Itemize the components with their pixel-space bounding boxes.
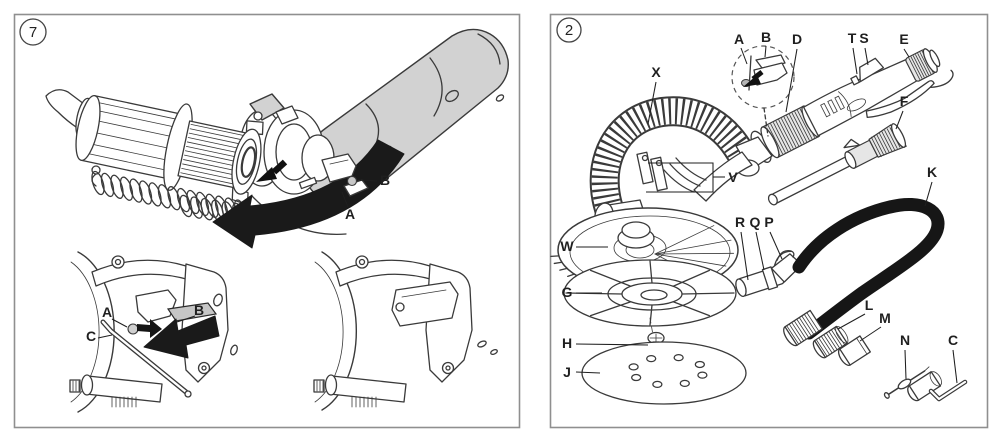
corrugated-hose	[589, 96, 755, 248]
part-label-h: H	[562, 335, 572, 351]
part-label-g: G	[562, 284, 573, 300]
part-label-w: W	[560, 238, 574, 254]
part-label-inset-a: A	[734, 31, 744, 47]
sanding-disc	[581, 341, 747, 405]
pull-direction-arrow	[143, 315, 220, 359]
part-label-l: L	[865, 297, 874, 313]
latch-pin	[127, 323, 139, 335]
panel-7-main-leaders	[341, 179, 378, 208]
part-label-v: V	[728, 169, 738, 185]
panel-7-number: 7	[29, 24, 37, 41]
part-label-n: N	[900, 332, 910, 348]
panel-2-number: 2	[565, 22, 573, 39]
sander-body	[750, 48, 954, 163]
part-label-k: K	[927, 164, 937, 180]
gray-block-arrow	[166, 302, 218, 322]
part-label-s: S	[859, 30, 868, 46]
latch-assembly	[321, 153, 369, 197]
hex-key-c	[928, 379, 968, 402]
roller-pin	[907, 371, 942, 402]
push-arrow	[256, 159, 288, 182]
part-label-q: Q	[750, 214, 761, 230]
part-label-f: F	[900, 93, 909, 109]
part-label-j: J	[563, 364, 571, 380]
adapter-sleeve-l	[812, 325, 849, 359]
roller-sleeve	[75, 95, 264, 206]
part-label-det-b: B	[194, 302, 204, 318]
panel-2-leaders	[575, 45, 958, 384]
inset-arrow	[743, 75, 761, 87]
detail-open-latch	[69, 251, 238, 413]
extension-tube	[767, 123, 907, 206]
part-label-m: M	[879, 310, 891, 326]
insert-arrow	[137, 319, 162, 338]
part-label-t: T	[848, 30, 857, 46]
detail-closed-latch	[313, 251, 498, 411]
part-label-r: R	[735, 214, 745, 230]
part-label-d: D	[792, 31, 802, 47]
part-label-inset-b: B	[761, 29, 771, 45]
part-label-main-a: A	[345, 206, 355, 222]
panel-7-detail-leaders	[97, 315, 196, 339]
panel-7-badge: 7	[19, 18, 47, 46]
part-label-det-c: C	[86, 328, 96, 344]
adapter-sleeve-m	[837, 335, 871, 366]
hose-end-cuff	[783, 309, 823, 347]
part-label-p: P	[764, 214, 773, 230]
inset-detail	[731, 45, 795, 137]
part-label-main-b: B	[380, 172, 390, 188]
part-label-c: C	[948, 332, 958, 348]
part-label-e: E	[899, 31, 908, 47]
vacuum-hose	[792, 197, 945, 340]
part-label-x: X	[651, 64, 661, 80]
panel-2-badge: 2	[556, 17, 582, 43]
cleaning-tool	[883, 366, 930, 399]
part-label-det-a: A	[102, 304, 112, 320]
